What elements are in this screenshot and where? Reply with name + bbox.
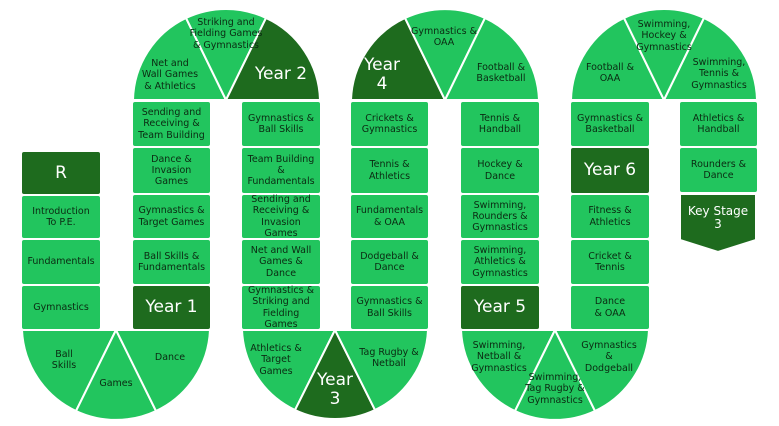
col2-cell-3: Dance & Invasion Games — [133, 148, 210, 193]
col6-cell-3: Fitness & Athletics — [571, 195, 649, 238]
col1-cell-3: Gymnastics — [22, 286, 100, 329]
key-stage-3-arrow — [679, 193, 757, 254]
turn1-mid-segment — [74, 327, 158, 421]
turn3-mid-segment — [293, 327, 377, 420]
year-2-label: Year 2 — [254, 63, 308, 84]
col1-cell-1: Introduction To P.E. — [22, 196, 100, 238]
col3-cell-5: Gymnastics & Striking and Fielding Games — [242, 285, 320, 330]
col4-cell-2: Dodgeball & Dance — [351, 240, 428, 284]
turn1-right-segment — [114, 329, 212, 413]
turn2-left-label: Net and Wall Games & Athletics — [141, 58, 199, 92]
turn6-mid-segment — [622, 8, 706, 103]
col4-cell-3: Fundamentals & OAA — [351, 195, 428, 238]
reception-cell: R — [22, 152, 100, 194]
col2-cell-4: Sending and Receiving & Team Building — [133, 102, 210, 146]
col4-cell-4: Tennis & Athletics — [351, 148, 428, 193]
col4-cell-1: Gymnastics & Ball Skills — [351, 286, 428, 329]
col2-cell-2: Gymnastics & Target Games — [133, 195, 210, 238]
turn4-mid-segment — [403, 8, 487, 103]
year-3-label: Year 3 — [317, 370, 353, 409]
year-5-cell: Year 5 — [461, 286, 539, 329]
turn1-left-label: Ball Skills — [51, 348, 77, 371]
col5-cell-3: Swimming, Rounders & Gymnastics — [461, 195, 539, 238]
col3-cell-3: Sending and Receiving & Invasion Games — [242, 194, 320, 239]
year-4-label: Year 4 — [364, 55, 400, 94]
col7-cell-2: Rounders & Dance — [680, 148, 757, 192]
turn2-mid-label: Striking and Fielding Games & Gymnastics — [189, 17, 263, 51]
col5-cell-1: Tennis & Handball — [461, 102, 539, 146]
col1-cell-2: Fundamentals — [22, 240, 100, 284]
year-6-cell: Year 6 — [571, 148, 649, 193]
turn5-left-label: Swimming, Netball & Gymnastics — [471, 340, 527, 374]
col2-cell-1: Ball Skills & Fundamentals — [133, 240, 210, 284]
turn5-mid-label: Swimming, Tag Rugby & Gymnastics — [525, 372, 585, 406]
turn4-right-segment — [443, 16, 541, 101]
turn5-right-segment — [553, 329, 651, 413]
col6-cell-2: Cricket & Tennis — [571, 240, 649, 284]
turn2-right-segment — [224, 16, 322, 101]
col4-cell-5: Crickets & Gymnastics — [351, 102, 428, 146]
turn5-right-label: Gymnastics & Dodgeball — [581, 340, 637, 374]
col3-cell-1: Gymnastics & Ball Skills — [242, 102, 320, 146]
turn4-mid-label: Gymnastics & OAA — [411, 25, 477, 48]
col3-cell-2: Team Building & Fundamentals — [242, 148, 320, 193]
col5-cell-4: Swimming, Athletics & Gymnastics — [461, 240, 539, 284]
year-1-cell: Year 1 — [133, 286, 210, 329]
turn3-right-label: Tag Rugby & Netball — [359, 346, 419, 369]
turn1-right-label: Dance — [154, 352, 186, 364]
turn2-mid-segment — [184, 8, 268, 103]
turn6-right-segment — [662, 16, 759, 101]
turn6-right-label: Swimming, Tennis & Gymnastics — [691, 57, 747, 91]
col7-cell-1: Athletics & Handball — [680, 102, 757, 146]
turn3-right-segment — [333, 329, 430, 412]
turn6-mid-label: Swimming, Hockey & Gymnastics — [636, 19, 692, 53]
turn4-right-label: Football & Basketball — [476, 61, 526, 84]
turn6-left-label: Football & OAA — [585, 61, 635, 84]
col6-cell-1: Dance & OAA — [571, 286, 649, 329]
turn1-mid-label: Games — [99, 378, 133, 390]
turn3-left-label: Athletics & Target Games — [250, 343, 302, 377]
col6-cell-4: Gymnastics & Basketball — [571, 102, 649, 146]
col3-cell-4: Net and Wall Games & Dance — [242, 240, 320, 284]
col5-cell-2: Hockey & Dance — [461, 148, 539, 193]
key-stage-3-label: Key Stage 3 — [687, 203, 749, 231]
turn5-mid-segment — [513, 327, 597, 421]
